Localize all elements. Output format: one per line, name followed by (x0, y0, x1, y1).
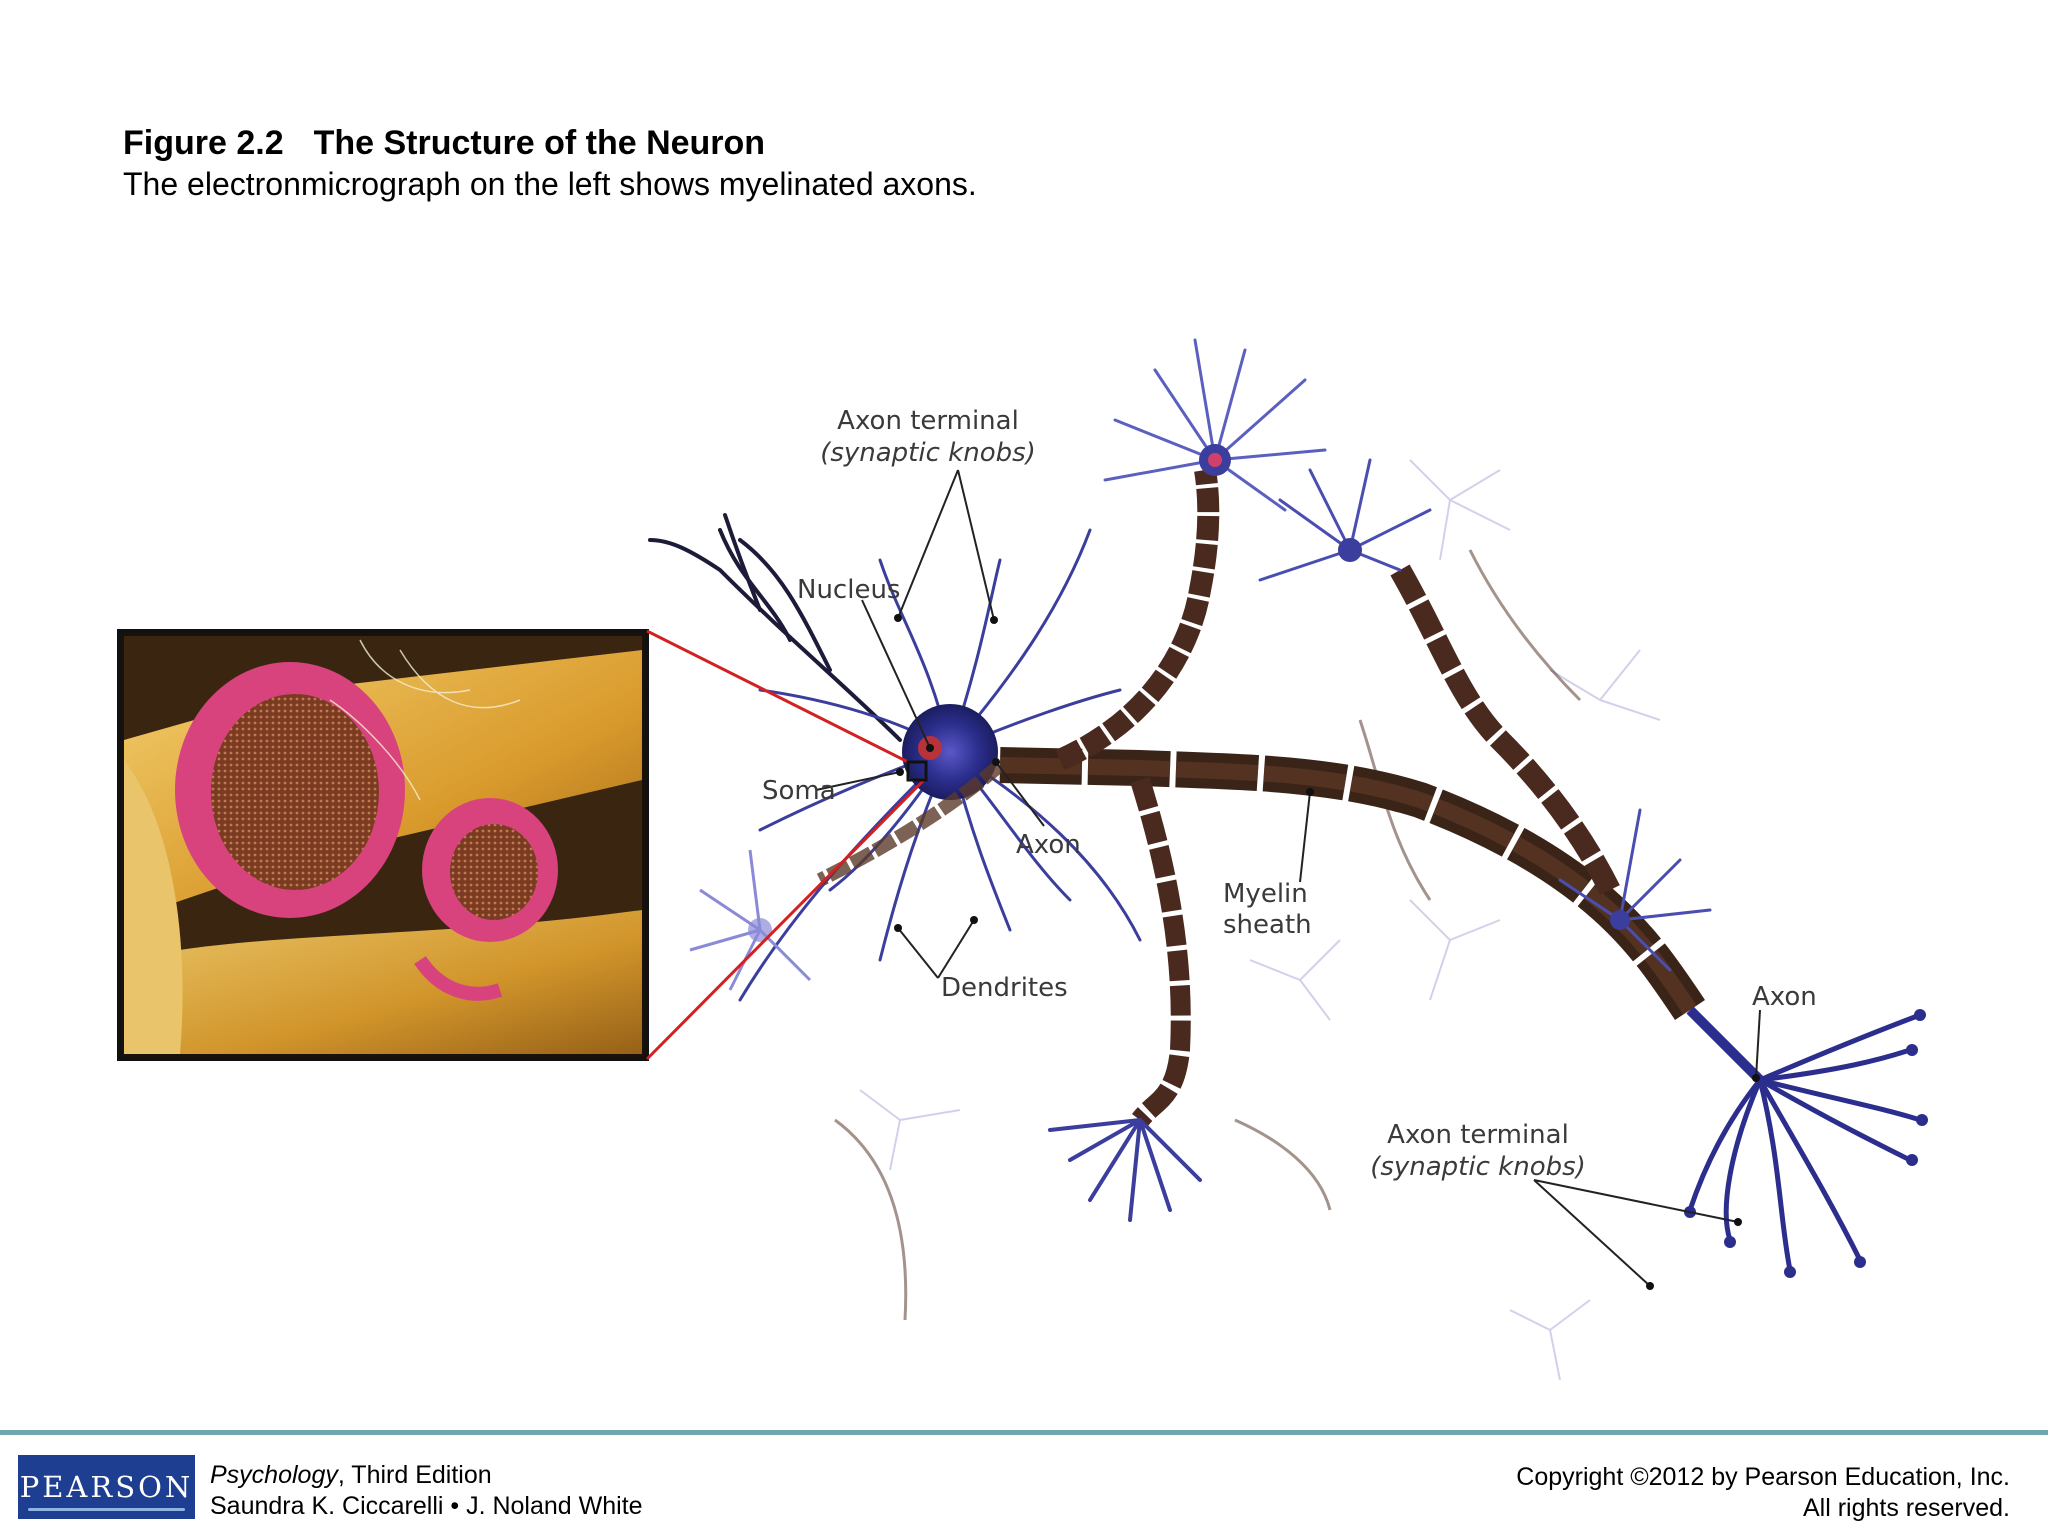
right-mid-neuron (1558, 808, 1712, 972)
label-synaptic-knobs-top: (synaptic knobs) (820, 438, 1036, 468)
book-edition: , Third Edition (337, 1461, 492, 1489)
upper-neuron (1103, 338, 1327, 512)
figure-title-text: The Structure of the Neuron (313, 124, 766, 162)
book-title: Psychology (210, 1461, 338, 1489)
electron-micrograph (117, 629, 649, 1061)
upper-right-neuron (1258, 458, 1432, 582)
label-nucleus: Nucleus (797, 575, 900, 605)
book-info: Psychology, Third Edition Saundra K. Cic… (210, 1460, 643, 1522)
figure-caption: The electronmicrograph on the left shows… (123, 166, 977, 202)
pearson-logo: PEARSON (18, 1455, 195, 1519)
label-axon-center: Axon (1016, 830, 1081, 860)
book-title-line: Psychology, Third Edition (210, 1460, 643, 1491)
micrograph-location-box (906, 760, 928, 782)
label-axon-terminal-bottom: Axon terminal (1387, 1120, 1569, 1150)
copyright-line: Copyright ©2012 by Pearson Education, In… (1516, 1463, 2010, 1491)
dendrite-branch-topleft (648, 513, 902, 742)
bottom-axon-terminal (1048, 1118, 1202, 1222)
footer-divider (0, 1430, 2048, 1435)
rights-line: All rights reserved. (1802, 1494, 2010, 1522)
label-synaptic-knobs-bottom: (synaptic knobs) (1370, 1152, 1586, 1182)
figure-title: Figure 2.2 The Structure of the Neuron (123, 124, 765, 163)
figure-number: Figure 2.2 (123, 124, 284, 162)
label-leader-dots (894, 614, 1760, 1290)
label-axon-terminal-top: Axon terminal (837, 406, 1019, 436)
label-axon-right: Axon (1752, 982, 1817, 1012)
micrograph-pointer-lines (645, 629, 928, 1061)
label-sheath: sheath (1223, 910, 1312, 940)
myelinated-axons (816, 468, 1764, 1127)
label-soma: Soma (762, 776, 836, 806)
background-axons (834, 549, 1582, 1321)
neuron-diagram: Axon terminal (synaptic knobs) Nucleus S… (117, 338, 1928, 1381)
label-dendrites: Dendrites (941, 973, 1068, 1003)
background-neurons (859, 459, 1661, 1381)
book-authors: Saundra K. Ciccarelli • J. Noland White (210, 1492, 643, 1520)
left-light-neuron (689, 849, 812, 991)
right-axon-terminal (1687, 1012, 1923, 1273)
label-myelin: Myelin (1223, 879, 1308, 909)
copyright-notice: Copyright ©2012 by Pearson Education, In… (1516, 1462, 2010, 1524)
logo-text: PEARSON (19, 1470, 194, 1504)
logo-swoosh (28, 1508, 185, 1511)
label-leader-lines (815, 469, 1761, 1287)
